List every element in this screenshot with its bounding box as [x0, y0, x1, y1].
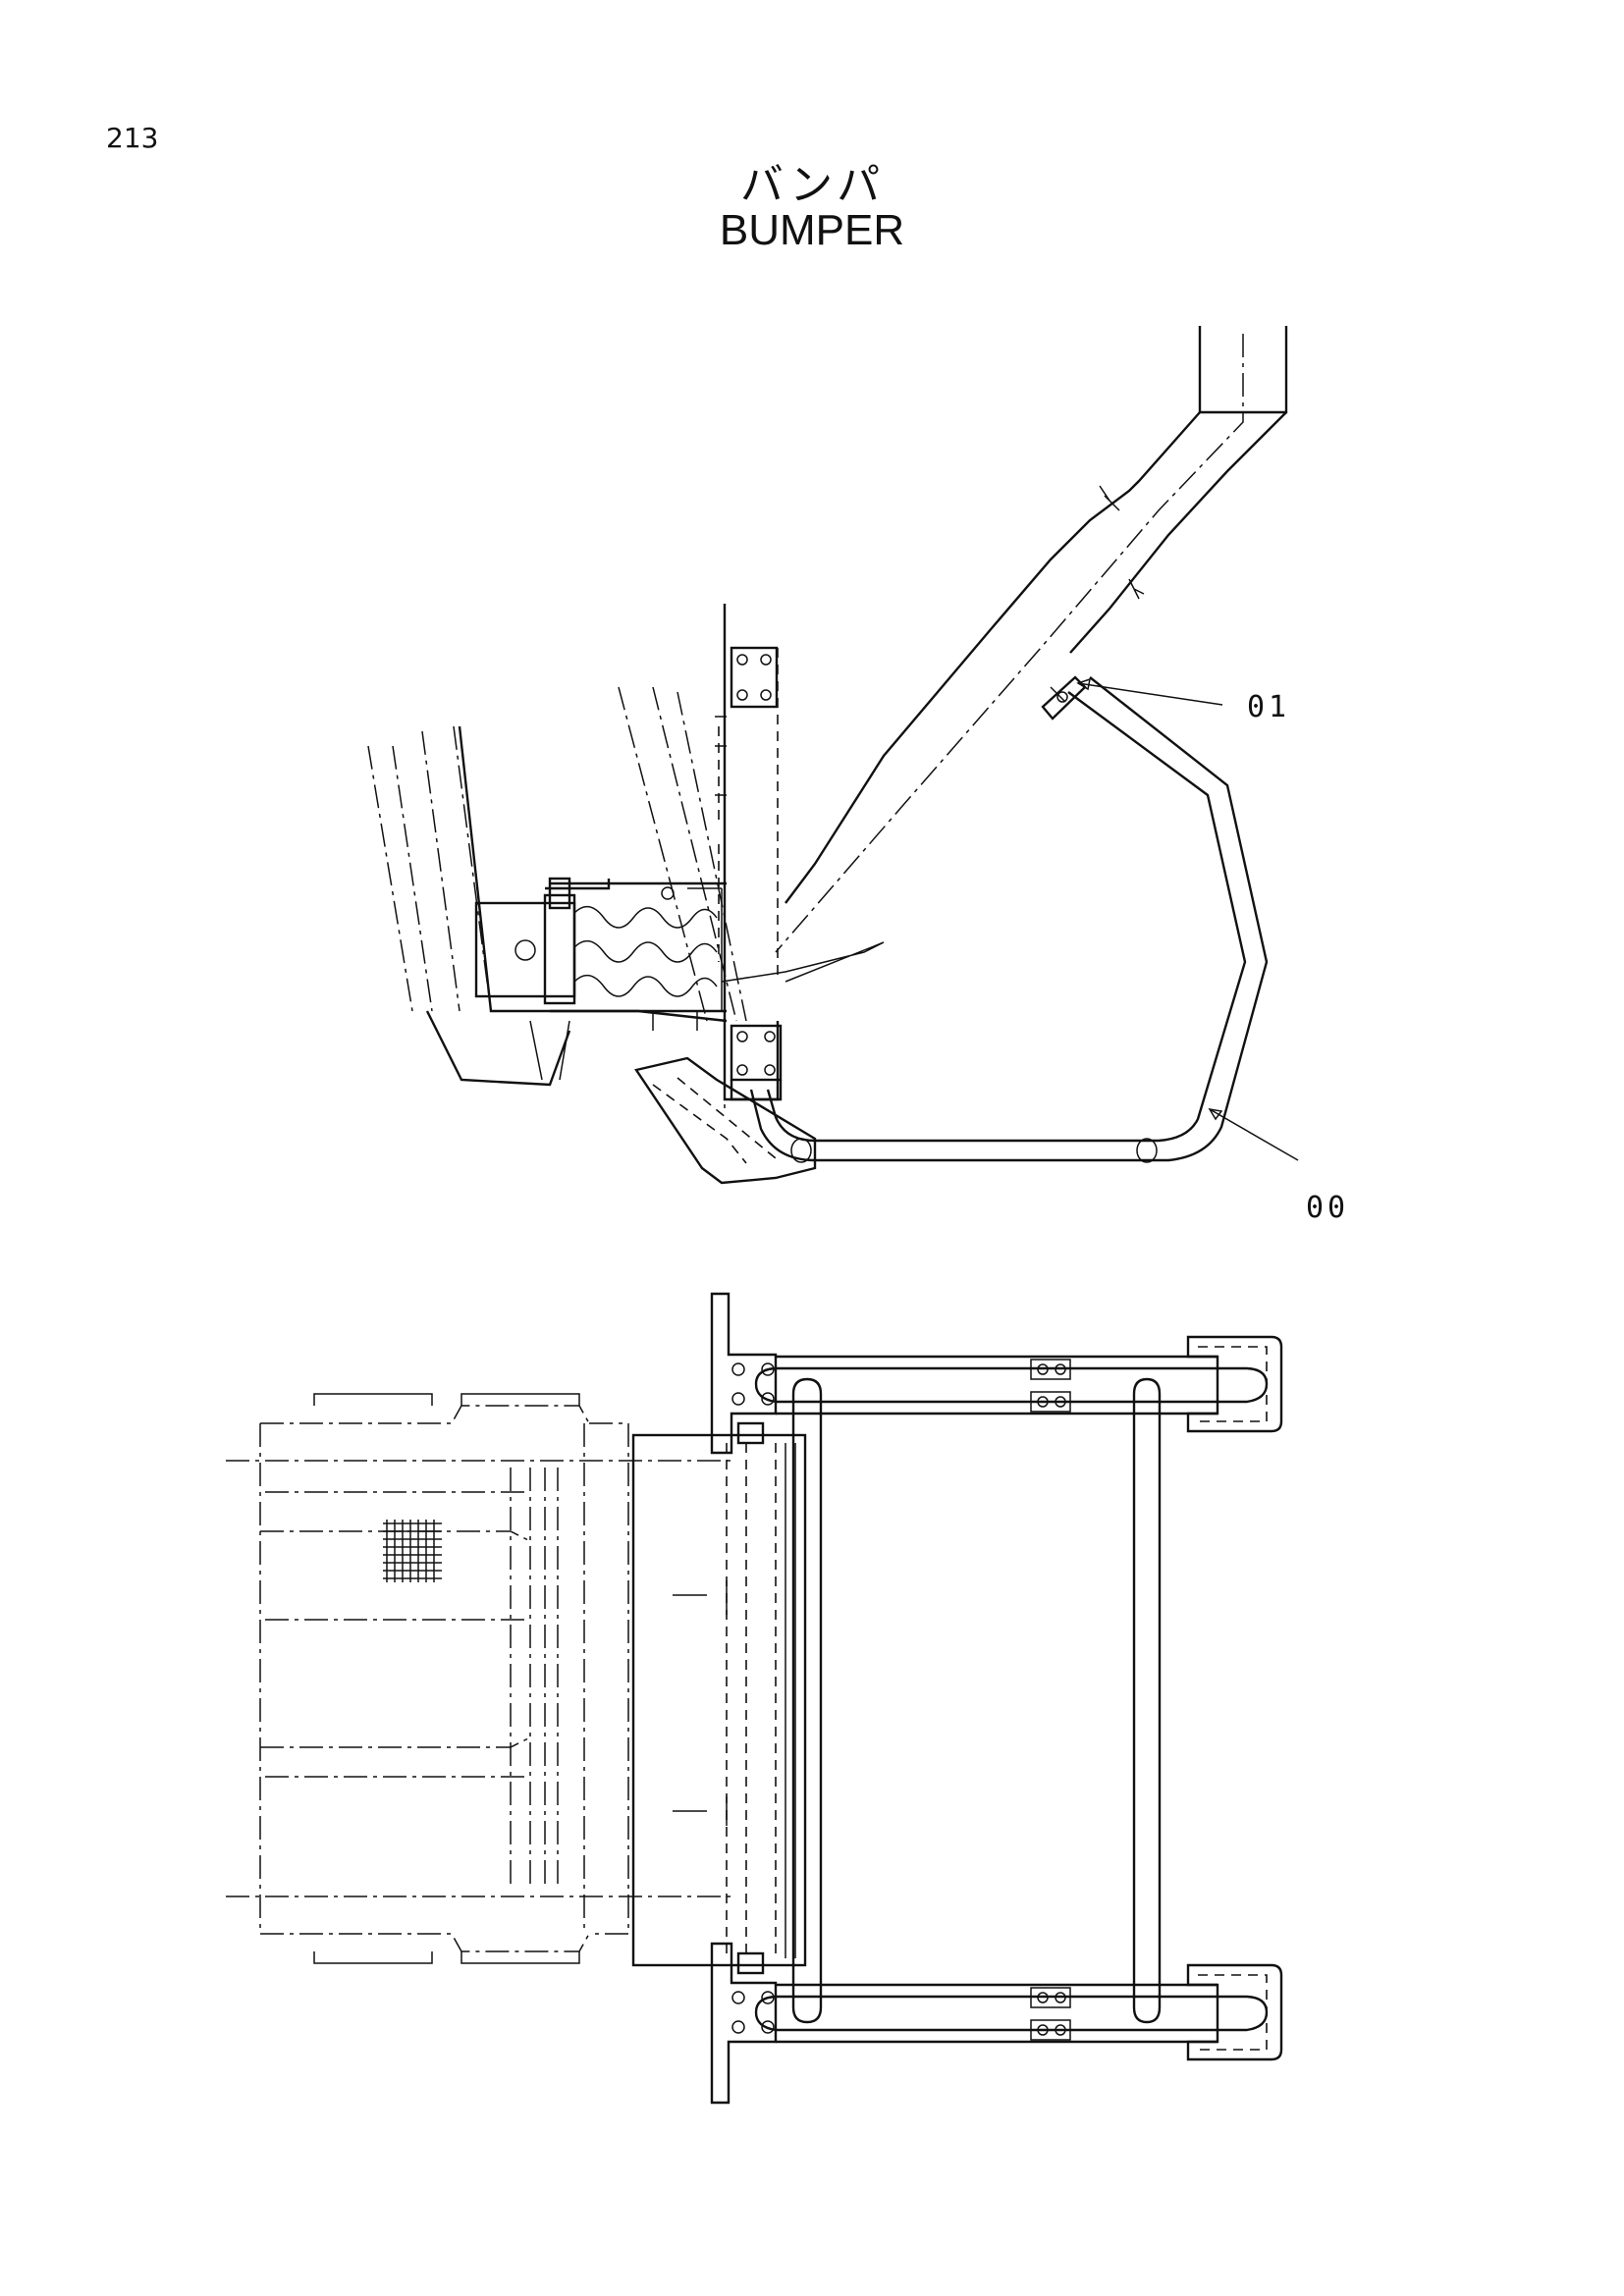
rear-box-top: [631, 1421, 807, 1975]
page-number: 213: [106, 122, 159, 154]
callout-00: 00: [1208, 1107, 1349, 1225]
mount-plate-top-upper: [710, 1292, 778, 1455]
callout-01: 01: [1076, 677, 1290, 724]
callout-label-01: 01: [1247, 690, 1290, 724]
bumper-tube-top: [754, 1355, 1269, 2044]
side-view: 01 00: [367, 326, 1349, 1225]
spring-assembly: [474, 877, 885, 1031]
callout-label-00: 00: [1306, 1191, 1349, 1225]
tube-clamps: [1030, 1359, 1071, 2041]
boom-arm: [775, 326, 1288, 953]
end-pad-lower: [1186, 1963, 1283, 2061]
end-pad-upper: [1186, 1335, 1283, 1433]
machine-body-top: [226, 1393, 731, 1964]
vertical-frame: [715, 604, 783, 1109]
page-title: BUMPER: [719, 206, 905, 254]
mount-plate-top-lower: [710, 1942, 778, 2105]
grille-mesh: [383, 1520, 442, 1582]
top-view: [226, 1292, 1283, 2105]
front-skid: [634, 1056, 817, 1185]
bumper-tube-side: [749, 676, 1269, 1163]
rear-body-side: [367, 686, 747, 1087]
title-japanese: バンパ: [739, 160, 885, 210]
